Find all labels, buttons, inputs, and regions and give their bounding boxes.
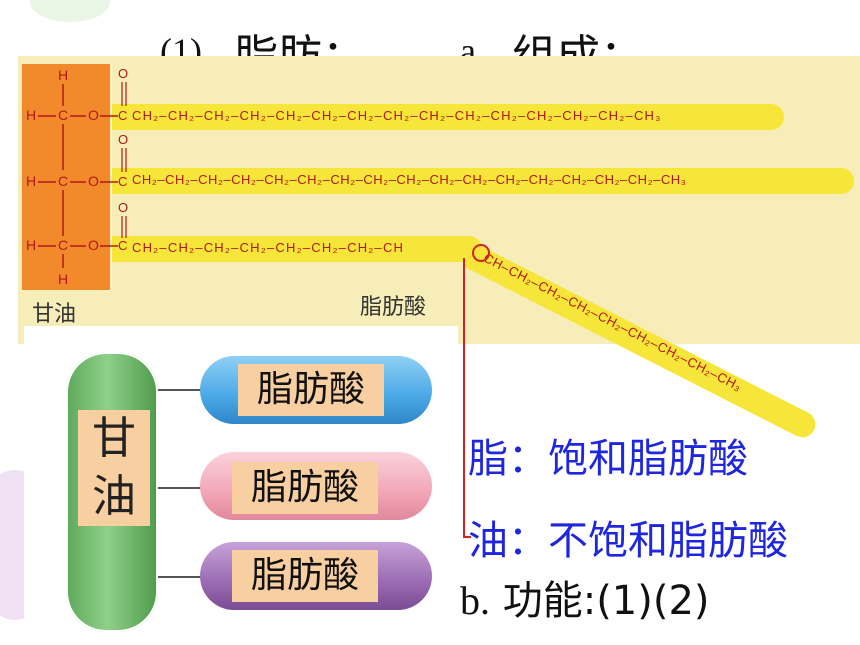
fatty-acid-label: 脂肪酸 <box>360 295 427 320</box>
function-items: (1)(2) <box>596 578 710 624</box>
glycerol-backbone <box>22 64 110 290</box>
chain-formula-2: CH₂–CH₂–CH₂–CH₂–CH₂–CH₂–CH₂–CH₂–CH₂–CH₂–… <box>132 172 687 187</box>
svg-text:H: H <box>26 107 36 123</box>
svg-text:O: O <box>118 200 128 215</box>
svg-text:O: O <box>88 173 99 189</box>
fat-definition: 脂：饱和脂肪酸 <box>468 436 748 482</box>
glycerol-atoms: H H C O H C O H C O H <box>26 67 118 287</box>
chain-formula-3: CH₂–CH₂–CH₂–CH₂–CH₂–CH₂–CH₂–CH <box>132 240 405 255</box>
svg-text:C: C <box>58 107 68 123</box>
fatty-acid-chain-3 <box>112 236 482 262</box>
svg-text:H: H <box>26 173 36 189</box>
glycerol-pill-label: 甘油 <box>78 410 150 526</box>
fatty-acid-chain-2 <box>112 168 854 194</box>
function-text: 功能: <box>502 578 597 624</box>
connector-line <box>158 576 206 578</box>
function-line: b. 功能:(1)(2) <box>460 568 710 626</box>
svg-text:O: O <box>118 132 128 147</box>
svg-text:C: C <box>58 237 68 253</box>
carbonyl-groups: O C O C O C <box>118 66 128 253</box>
oil-definition: 油：不饱和脂肪酸 <box>468 518 788 564</box>
chain-formula-1: CH₂–CH₂–CH₂–CH₂–CH₂–CH₂–CH₂–CH₂–CH₂–CH₂–… <box>132 108 662 123</box>
double-bond-marker <box>472 244 490 262</box>
fatty-acid-chain-1 <box>112 104 784 130</box>
connector-line <box>158 389 206 391</box>
svg-text:C: C <box>118 108 127 123</box>
svg-text:H: H <box>58 271 68 287</box>
svg-text:H: H <box>58 67 68 83</box>
svg-text:C: C <box>118 174 127 189</box>
function-prefix: b. <box>460 578 490 623</box>
fatty-acid-pill-label: 脂肪酸 <box>238 364 384 416</box>
svg-text:O: O <box>88 237 99 253</box>
pointer-line <box>463 258 465 538</box>
decorative-blob <box>30 0 110 22</box>
glycerol-label: 甘油 <box>32 302 77 327</box>
pointer-arrow <box>463 536 471 538</box>
fatty-acid-pill-label: 脂肪酸 <box>232 462 378 514</box>
fatty-acid-pill-label: 脂肪酸 <box>232 550 378 602</box>
svg-text:H: H <box>26 237 36 253</box>
svg-text:O: O <box>118 66 128 81</box>
svg-text:O: O <box>88 107 99 123</box>
svg-text:C: C <box>58 173 68 189</box>
structural-formula-figure <box>18 56 860 344</box>
connector-line <box>158 487 206 489</box>
svg-text:C: C <box>118 238 127 253</box>
